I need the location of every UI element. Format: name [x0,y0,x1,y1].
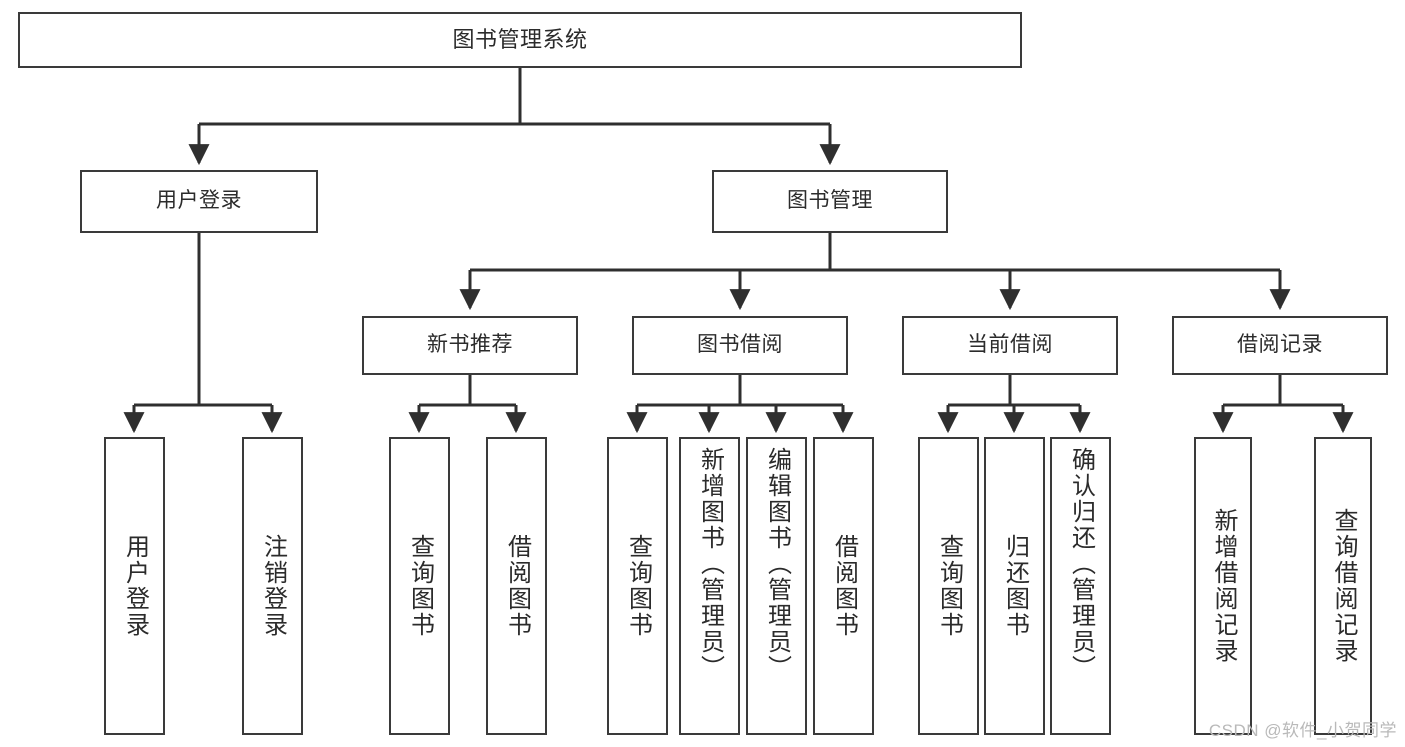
node-root[interactable]: 图书管理系统 [18,12,1022,68]
node-user-login[interactable]: 用户登录 [80,170,318,233]
leaf-query-book-1[interactable]: 查询图书 [389,437,450,735]
leaf-borrow-book-1-label: 借阅图书 [503,534,531,638]
leaf-edit-book-label: 编辑图书（管理员） [763,447,791,681]
leaf-query-borrow-record[interactable]: 查询借阅记录 [1314,437,1372,735]
leaf-logout-login-label: 注销登录 [259,534,287,638]
node-book-manage-label: 图书管理 [787,189,873,213]
leaf-query-book-3[interactable]: 查询图书 [918,437,979,735]
node-new-book-recommend[interactable]: 新书推荐 [362,316,578,375]
leaf-return-book[interactable]: 归还图书 [984,437,1045,735]
node-user-login-label: 用户登录 [156,189,242,213]
node-book-borrow-label: 图书借阅 [697,333,783,357]
node-new-book-recommend-label: 新书推荐 [427,333,513,357]
leaf-borrow-book-1[interactable]: 借阅图书 [486,437,547,735]
leaf-edit-book[interactable]: 编辑图书（管理员） [746,437,807,735]
leaf-user-login[interactable]: 用户登录 [104,437,165,735]
leaf-borrow-book-2[interactable]: 借阅图书 [813,437,874,735]
leaf-query-book-1-label: 查询图书 [406,534,434,638]
node-borrow-record-label: 借阅记录 [1237,333,1323,357]
node-book-manage[interactable]: 图书管理 [712,170,948,233]
leaf-query-borrow-record-label: 查询借阅记录 [1330,508,1357,664]
leaf-query-book-2-label: 查询图书 [624,534,652,638]
leaf-borrow-book-2-label: 借阅图书 [830,534,858,638]
node-current-borrow[interactable]: 当前借阅 [902,316,1118,375]
leaf-logout-login[interactable]: 注销登录 [242,437,303,735]
watermark-text: CSDN @软件_小贺同学 [1208,721,1397,740]
leaf-confirm-return-label: 确认归还（管理员） [1067,447,1095,681]
node-borrow-record[interactable]: 借阅记录 [1172,316,1388,375]
leaf-user-login-label: 用户登录 [121,534,149,638]
leaf-query-book-2[interactable]: 查询图书 [607,437,668,735]
leaf-add-borrow-record[interactable]: 新增借阅记录 [1194,437,1252,735]
leaf-confirm-return[interactable]: 确认归还（管理员） [1050,437,1111,735]
leaf-add-book-label: 新增图书（管理员） [696,447,724,681]
leaf-add-book[interactable]: 新增图书（管理员） [679,437,740,735]
node-root-label: 图书管理系统 [452,27,588,53]
leaf-query-book-3-label: 查询图书 [935,534,963,638]
node-current-borrow-label: 当前借阅 [967,333,1053,357]
node-book-borrow[interactable]: 图书借阅 [632,316,848,375]
leaf-add-borrow-record-label: 新增借阅记录 [1210,508,1237,664]
leaf-return-book-label: 归还图书 [1001,534,1029,638]
